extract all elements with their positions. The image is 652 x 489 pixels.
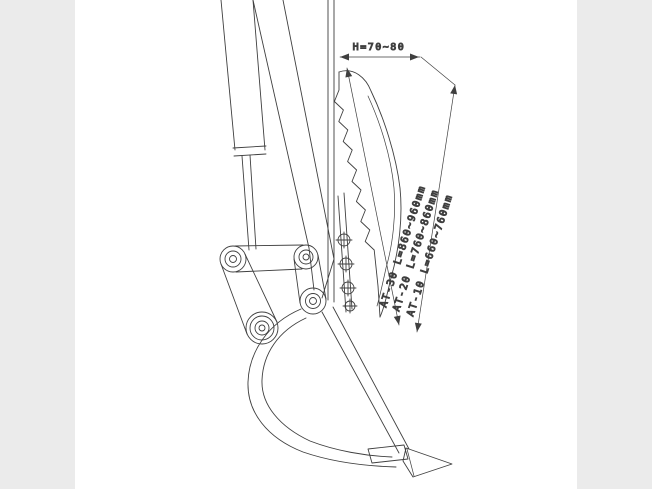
bucket-lug-left-line bbox=[293, 258, 301, 304]
thumb-mount-plate-right bbox=[343, 192, 353, 310]
dim-length-arrow-top-left bbox=[345, 68, 353, 78]
dim-h-label: H=70~80 bbox=[353, 42, 406, 53]
cylinder-barrel-left-line bbox=[220, 0, 236, 151]
thumb-serrated-edge bbox=[333, 71, 381, 318]
dimension-h: H=70~80 bbox=[339, 42, 456, 86]
bucket-shell-inner bbox=[261, 317, 393, 458]
link-pin-left-center bbox=[229, 255, 237, 263]
dim-h-arrow-left bbox=[340, 53, 349, 61]
bucket-pivot-center bbox=[309, 297, 317, 305]
arm-pivot-center bbox=[258, 324, 266, 332]
dim-h-extension bbox=[420, 56, 456, 86]
link-assembly bbox=[219, 244, 327, 345]
thumb-bolt-hole-2 bbox=[337, 255, 355, 273]
bucket-shell-outer bbox=[247, 308, 397, 468]
bucket-front-edge-1 bbox=[321, 311, 400, 454]
link-pin-boss-right bbox=[293, 244, 319, 270]
bucket-front-edge-2 bbox=[332, 306, 410, 450]
thumb-attachment bbox=[333, 70, 402, 318]
thumb-bolt-hole-3 bbox=[339, 279, 357, 297]
bucket-pivot-boss bbox=[299, 287, 327, 315]
cylinder-cap-line-top bbox=[232, 145, 267, 149]
link-pin-boss-left bbox=[219, 245, 247, 273]
thumb-bolt-hole-1 bbox=[335, 231, 353, 249]
arm-left-edge bbox=[252, 0, 315, 291]
h-link-bottom-line bbox=[235, 268, 303, 273]
dim-length-arrow-bottom-right bbox=[414, 322, 422, 332]
hydraulic-cylinder bbox=[220, 0, 267, 251]
h-link-top-line bbox=[234, 244, 304, 247]
piston-rod-right-line bbox=[249, 154, 257, 250]
arm-pivot-boss-ring-2 bbox=[254, 320, 270, 336]
link-pin-boss-left-ring bbox=[224, 250, 242, 268]
bucket-pivot-ring bbox=[305, 293, 321, 309]
dim-length-line-right bbox=[416, 84, 456, 333]
dim-length-arrow-bottom-left bbox=[393, 315, 401, 325]
dim-h-arrow-right bbox=[410, 53, 419, 61]
drawing-sheet bbox=[75, 0, 577, 489]
dim-length-line-left bbox=[346, 67, 400, 326]
cylinder-barrel-right-line bbox=[252, 0, 266, 151]
arm-pivot-boss bbox=[245, 311, 279, 345]
arm bbox=[252, 0, 335, 303]
side-link-right-line bbox=[244, 253, 278, 323]
bucket-tooth-inner-line bbox=[406, 448, 415, 477]
piston-rod-left-line bbox=[241, 155, 250, 251]
bucket-tooth bbox=[402, 447, 453, 478]
side-link-left-line bbox=[220, 263, 248, 335]
thumb-bolt-hole-4 bbox=[342, 298, 358, 314]
bucket-lug-right-line bbox=[317, 254, 327, 300]
thumb-back-edge bbox=[338, 70, 402, 318]
tooth-adapter bbox=[367, 444, 409, 464]
link-pin-right-center bbox=[302, 253, 310, 261]
link-pin-boss-right-ring bbox=[298, 249, 314, 265]
thumb-inner-contour bbox=[367, 95, 395, 307]
bucket bbox=[247, 306, 453, 478]
dim-length-arrow-top-right bbox=[450, 85, 458, 95]
